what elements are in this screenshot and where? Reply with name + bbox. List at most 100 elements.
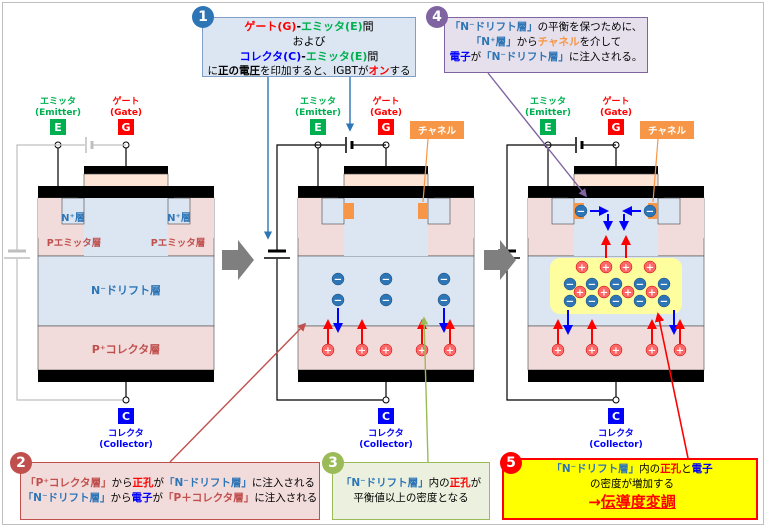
callout-5-arrow: → (588, 493, 601, 511)
callout-4-l2-a: 「N⁺層」 (470, 36, 517, 48)
n-drift-neck (84, 198, 168, 256)
electron-0-sign: − (334, 275, 342, 286)
collector-metal (298, 370, 474, 382)
emitter-terminal-box (540, 119, 556, 135)
channel-label-box (640, 121, 694, 139)
gate-en-label: (Gate) (600, 108, 632, 118)
channel-leader (422, 138, 429, 203)
callout-5-line-2: の密度が増加する (590, 478, 674, 490)
callout-4-l2-d: を介して (579, 36, 622, 48)
collector-hole-0 (551, 343, 565, 357)
gate-oxide (343, 173, 429, 189)
callout-1-tail-2: 間 (367, 50, 379, 63)
callout-2-l2-d: が (152, 492, 164, 504)
drift-electron-b-4-sign: − (660, 297, 668, 308)
drift-hole-top-1 (599, 260, 613, 274)
callout-4-line-2: 「N⁺層」からチャネルを介して (444, 35, 648, 50)
drift-electron-b-3 (633, 294, 647, 308)
callout-1-emitter-term-2: エミッタ(E) (305, 50, 368, 63)
gate-oxide (83, 173, 169, 189)
drift-hole-top-3-sign: + (646, 263, 654, 274)
collector-hole-0-sign: + (324, 346, 332, 357)
collector-terminal-box (118, 408, 134, 424)
gate-terminal-box (378, 119, 394, 135)
collector-hole-2-sign: + (612, 346, 620, 357)
callout-2 (20, 462, 320, 520)
callout-1-l4-c: を印加すると、IGBTが (260, 65, 369, 77)
collector-node (382, 396, 390, 404)
n-plus-right (427, 197, 451, 225)
collector-hole-1 (355, 343, 369, 357)
callout-3-l1-c: 正孔 (449, 477, 471, 489)
n-plus-right (167, 197, 191, 225)
collector-hole-1-sign: + (358, 346, 366, 357)
panel-2: エミッタ(Emitter)Eゲート(Gate)GCコレクタ(Collector)… (264, 95, 475, 450)
callout-2-l2-f: に注入される (254, 492, 318, 504)
gate-metal (84, 166, 168, 174)
callout-4-l3-b: が (470, 51, 482, 63)
drift-hole-mid-3-sign: + (648, 288, 656, 299)
callout-1-collector-term: コレクタ(C) (239, 50, 302, 63)
collector-terminal-letter: C (382, 410, 390, 423)
callout-4-l2-c: チャネル (537, 36, 580, 48)
callout-2-l1-f: に注入される (251, 477, 315, 489)
drift-electron-a-0-sign: − (566, 280, 574, 291)
n-drift-layer (297, 255, 475, 327)
callout-4-l1-a: 「N⁻ドリフト層」 (449, 21, 538, 33)
drift-electron-b-1-sign: − (588, 297, 596, 308)
gate-oxide (573, 173, 659, 189)
drift-hole-top-2 (619, 260, 633, 274)
callout-4-line-3: 電子が「N⁻ドリフト層」に注入される。 (444, 50, 648, 65)
drift-electron-a-4 (657, 277, 671, 291)
callout-1-text: ゲート(G)-エミッタ(E)間 および コレクタ(C)-エミッタ(E)間 に正の… (202, 19, 416, 79)
callout-1-l4-b: 正の電圧 (218, 65, 261, 77)
channel-right (418, 203, 428, 219)
drift-hole-mid-1 (597, 285, 611, 299)
channel-label: チャネル (418, 126, 456, 137)
gate-insulator (78, 186, 174, 198)
ce-wire-bottom (16, 259, 126, 401)
collector-hole-4 (673, 343, 687, 357)
callout-2-number-badge: 2 (10, 452, 32, 474)
drift-hole-top-0 (575, 260, 589, 274)
collector-hole-2 (609, 343, 623, 357)
panel-3: エミッタ(Emitter)Eゲート(Gate)GCコレクタ(Collector)… (494, 95, 705, 450)
ce-wire-top (276, 144, 318, 250)
drift-electron-b-2-sign: − (612, 297, 620, 308)
emitter-name-label: エミッタ (40, 95, 76, 107)
n-plus-left (321, 197, 345, 225)
callout-1-number-badge: 1 (192, 6, 214, 28)
drift-hole-top-0-sign: + (578, 263, 586, 274)
callout-4-l2-b: から (516, 36, 538, 48)
callout-1-line-4: に正の電圧を印加すると、IGBTがオンする (202, 64, 416, 79)
collector-en-label: (Collector) (589, 440, 643, 450)
channel-left (344, 203, 354, 219)
callout-4-l3-d: に注入される。 (568, 51, 643, 63)
collector-hole-4 (443, 343, 457, 357)
callout-5-l1-c: 正孔 (660, 463, 682, 475)
emitter-terminal-letter: E (54, 121, 62, 134)
n-plus-right-label: N⁺層 (167, 212, 191, 224)
emitter-terminal-box (50, 119, 66, 135)
callout-2-line-2: 「N⁻ドリフト層」から電子が「P＋コレクタ層」に注入される (20, 491, 320, 506)
emitter-terminal-letter: E (544, 121, 552, 134)
collector-en-label: (Collector) (99, 440, 153, 450)
electron-5 (437, 293, 451, 307)
callout-3 (332, 462, 490, 520)
n-plus-left (61, 197, 85, 225)
drift-electron-b-3-sign: − (636, 297, 644, 308)
gate-terminal-box (118, 119, 134, 135)
callout-2-l2-c: 電子 (131, 492, 153, 504)
callout-5-leader (654, 312, 689, 459)
collector-hole-0-sign: + (554, 346, 562, 357)
electron-2 (437, 272, 451, 286)
channel-electron-1-sign: − (646, 207, 654, 218)
callout-3-l1-d: が (470, 477, 482, 489)
callout-4-number-badge: 4 (426, 6, 448, 28)
callout-3-number-badge: 3 (322, 452, 344, 474)
collector-hole-3-sign: + (648, 346, 656, 357)
callout-1-line-2: および (292, 35, 326, 48)
gate-insulator (568, 186, 664, 198)
callout-3-l1-a: 「N⁻ドリフト層」 (340, 477, 429, 489)
